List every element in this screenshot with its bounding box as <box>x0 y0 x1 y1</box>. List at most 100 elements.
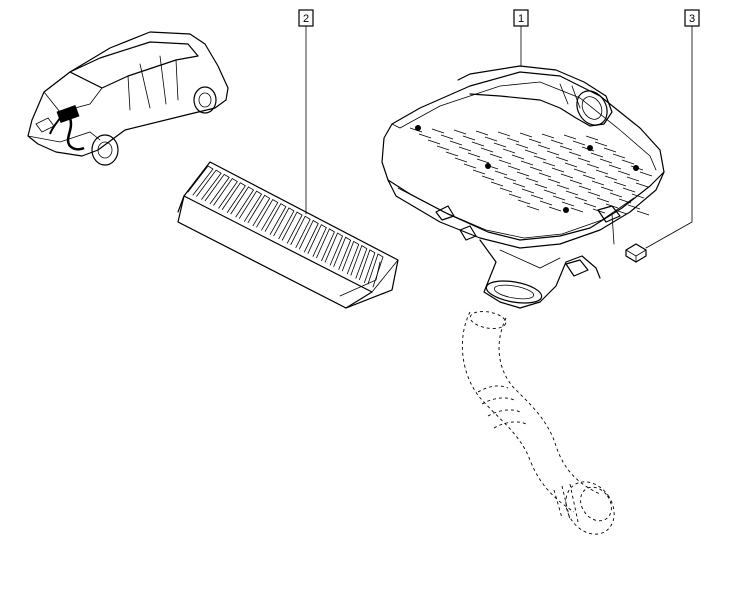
housing-rib <box>539 200 553 206</box>
housing-rib <box>440 134 454 140</box>
filter-pleat <box>299 219 319 253</box>
housing-rib <box>622 187 636 193</box>
filter-pleat <box>359 249 376 284</box>
air-filter-housing <box>381 65 665 309</box>
housing-rib <box>453 129 467 135</box>
housing-rib <box>489 153 503 159</box>
housing-rib <box>493 142 507 148</box>
housing-rib <box>526 205 540 211</box>
housing-rib <box>569 179 583 185</box>
filter-pleat <box>341 240 360 275</box>
housing-rib <box>556 184 570 190</box>
housing-rib <box>449 140 463 146</box>
housing-rib <box>555 156 569 162</box>
housing-rib <box>458 146 472 152</box>
housing-rib <box>573 168 587 174</box>
housing-rib <box>626 176 640 182</box>
housing-rib <box>507 165 521 171</box>
filter-pleat <box>204 173 230 205</box>
housing-rib <box>594 141 608 147</box>
filter-pleat <box>264 203 287 235</box>
filter-pleat <box>367 253 384 288</box>
housing-rib <box>475 130 489 136</box>
filter-pleat <box>316 228 335 262</box>
housing-rib <box>511 154 525 160</box>
housing-rib <box>502 148 516 154</box>
housing-rib <box>608 164 622 170</box>
filter-pleat <box>247 194 271 227</box>
housing-rib <box>529 166 543 172</box>
housing-rib <box>517 199 531 205</box>
housing-rib <box>617 170 631 176</box>
housing-rib <box>561 201 575 207</box>
housing-rib <box>587 191 601 197</box>
housing-rib <box>467 152 481 158</box>
housing-rib <box>528 138 542 144</box>
filter-pleat <box>239 190 263 222</box>
housing-rib <box>512 182 526 188</box>
housing-rib <box>614 209 628 215</box>
housing-rib <box>604 175 618 181</box>
housing-rib <box>631 193 645 199</box>
filter-pleat <box>273 207 295 240</box>
housing-rib <box>503 176 517 182</box>
housing-rib <box>621 159 635 165</box>
intake-hose-dashed <box>461 311 615 535</box>
housing-rib <box>516 171 530 177</box>
housing-rib <box>445 151 459 157</box>
housing-rib <box>521 188 535 194</box>
callout-label-1: 1 <box>518 13 524 25</box>
housing-rib <box>520 160 534 166</box>
filter-pleat <box>290 215 311 248</box>
housing-rib <box>636 210 650 216</box>
callout-label-3: 3 <box>689 13 695 25</box>
housing-rib <box>546 150 560 156</box>
housing-rib <box>618 198 632 204</box>
filter-pleat <box>221 182 246 213</box>
housing-rib <box>427 139 441 145</box>
housing-rib <box>519 132 533 138</box>
housing-rib <box>497 131 511 137</box>
housing-rib <box>565 190 579 196</box>
housing-rib <box>499 187 513 193</box>
housing-rib <box>551 167 565 173</box>
filter-pleat <box>350 245 368 279</box>
housing-rib <box>585 135 599 141</box>
housing-rib <box>547 178 561 184</box>
filter-pleat <box>230 186 255 218</box>
housing-rib <box>582 174 596 180</box>
leader-line-3 <box>645 25 693 249</box>
housing-rib <box>586 163 600 169</box>
housing-rib <box>550 139 564 145</box>
air-filter-element <box>177 161 399 309</box>
housing-rib <box>494 170 508 176</box>
housing-rib <box>530 194 544 200</box>
housing-rib <box>548 206 562 212</box>
housing-rib <box>609 192 623 198</box>
housing-rib <box>498 159 512 165</box>
callout-3: 3 <box>684 9 700 27</box>
filter-pleat <box>324 232 344 266</box>
housing-rib <box>552 195 566 201</box>
housing-rib <box>564 162 578 168</box>
filter-pleat <box>187 165 214 196</box>
housing-rib <box>595 169 609 175</box>
housing-rib <box>454 157 468 163</box>
housing-rib <box>574 196 588 202</box>
housing-rib <box>476 158 490 164</box>
housing-rib <box>436 145 450 151</box>
callout-label-2: 2 <box>303 13 309 25</box>
housing-rib <box>613 181 627 187</box>
housing-rib <box>627 204 641 210</box>
housing-rib <box>508 193 522 199</box>
housing-rib <box>577 157 591 163</box>
housing-cover-ribs <box>409 127 653 216</box>
filter-pleat <box>307 224 327 257</box>
callout-1: 1 <box>513 9 529 27</box>
filter-pleat <box>333 236 352 270</box>
housing-rib <box>481 175 495 181</box>
housing-rib <box>572 140 586 146</box>
housing-rib <box>599 158 613 164</box>
housing-rib <box>484 136 498 142</box>
